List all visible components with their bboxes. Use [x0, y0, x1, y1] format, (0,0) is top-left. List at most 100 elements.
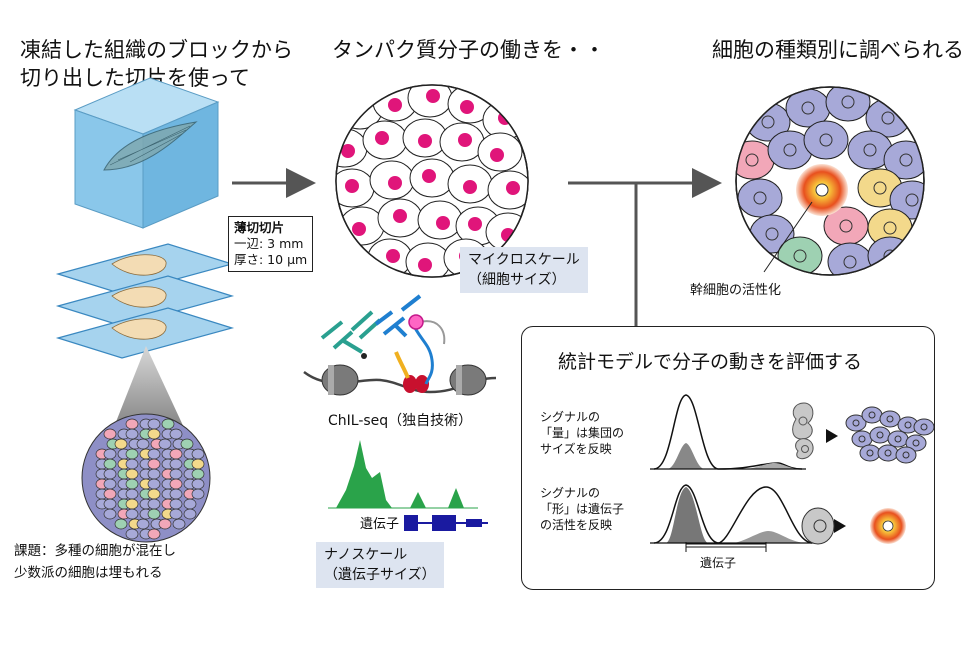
tiny-cell	[147, 498, 161, 510]
cluster-nucleus	[886, 415, 894, 423]
nucleus	[388, 176, 402, 190]
cluster-cell	[845, 414, 867, 432]
nucleus	[375, 131, 389, 145]
tiny-cell	[147, 478, 161, 490]
mixed-cell-ball	[81, 413, 211, 543]
nucleus	[801, 101, 815, 115]
slice-info-line1: 一辺: 3 mm	[234, 236, 304, 251]
cluster-cell	[861, 406, 883, 424]
tiny-cell	[125, 448, 139, 460]
row1-line1: シグナルの	[540, 410, 601, 424]
stat-model-panel: 統計モデルで分子の動きを評価する シグナルの 「量」は集団の サイズを反映 シグ…	[521, 326, 935, 590]
nucleus	[458, 133, 472, 147]
row2-line3: の活性を反映	[540, 518, 613, 532]
cell	[803, 120, 849, 160]
tiny-cell	[169, 498, 183, 510]
signal-curves	[650, 394, 934, 552]
cluster-cell	[895, 446, 917, 464]
cell	[867, 236, 913, 275]
tiny-cell	[172, 518, 186, 530]
nucleus	[843, 255, 857, 269]
left-heading-line1: 凍結した組織のブロックから	[20, 38, 293, 62]
row1-line2: 「量」は集団の	[540, 426, 625, 440]
nucleus	[436, 216, 450, 230]
issue-line2: 少数派の細胞は埋もれる	[14, 565, 163, 581]
nucleus	[793, 249, 807, 263]
nucleus	[899, 153, 913, 167]
nucleus	[881, 111, 895, 125]
nucleus	[418, 258, 432, 272]
slice-info-title: 薄切切片	[234, 220, 285, 235]
cluster-nucleus	[920, 423, 928, 431]
nucleus	[426, 89, 440, 103]
nucleus	[418, 134, 432, 148]
tiny-cell	[136, 438, 150, 450]
cluster-nucleus	[868, 411, 876, 419]
tiny-cell	[169, 488, 183, 500]
tiny-cell	[103, 478, 117, 490]
nucleus	[783, 143, 797, 157]
nucleus	[839, 219, 853, 233]
slice-stack	[55, 243, 235, 359]
cluster-cell	[913, 418, 934, 436]
nucleus	[883, 221, 897, 235]
micro-scale-line2: （細胞サイズ）	[468, 272, 566, 288]
tiny-cell	[125, 458, 139, 470]
gene-label-left: 遺伝子	[360, 517, 400, 532]
cell	[883, 140, 924, 180]
tiny-cell	[169, 478, 183, 490]
tiny-cell	[114, 518, 128, 530]
tiny-cell	[125, 478, 139, 490]
tiny-cell	[158, 438, 172, 450]
tiny-cell	[161, 418, 175, 430]
tiny-cell	[103, 488, 117, 500]
tiny-cell	[191, 488, 205, 500]
cell	[737, 178, 783, 218]
tiny-cell	[180, 438, 194, 450]
nucleus	[905, 193, 919, 207]
cluster-cell	[869, 426, 891, 444]
chip-peaks	[328, 440, 478, 509]
tiny-cell	[191, 468, 205, 480]
zoom-cone	[112, 346, 186, 432]
middle-heading: タンパク質分子の働きを・・	[332, 38, 605, 62]
chil-seq-illustration	[303, 294, 497, 396]
tiny-cell	[103, 448, 117, 460]
cluster-nucleus	[902, 451, 910, 459]
nucleus	[341, 144, 355, 158]
stem-pointer-line	[763, 201, 813, 273]
nucleus	[863, 143, 877, 157]
nucleus	[386, 249, 400, 263]
tiny-cell	[191, 458, 205, 470]
tiny-cell	[169, 428, 183, 440]
tiny-cell	[103, 468, 117, 480]
row1-text: シグナルの 「量」は集団の サイズを反映	[540, 409, 624, 457]
panel-gene-label: 遺伝子	[700, 556, 737, 570]
cluster-nucleus	[876, 431, 884, 439]
nucleus	[345, 179, 359, 193]
nucleus	[490, 148, 504, 162]
micro-scale-box: マイクロスケール （細胞サイズ）	[460, 247, 588, 293]
nucleus	[460, 100, 474, 114]
tiny-cell	[125, 528, 139, 540]
stem-cell-label: 幹細胞の活性化	[690, 283, 782, 298]
nucleus	[422, 169, 436, 183]
tiny-cell	[191, 478, 205, 490]
tiny-cell	[125, 498, 139, 510]
nucleus	[463, 180, 477, 194]
nano-scale-line2: （遺伝子サイズ）	[324, 567, 436, 583]
issue-text: 課題：多種の細胞が混在し 少数派の細胞は埋もれる	[14, 540, 176, 584]
panel-title: 統計モデルで分子の動きを評価する	[558, 351, 863, 373]
tiny-cell	[103, 498, 117, 510]
tiny-cell	[147, 418, 161, 430]
nucleus	[841, 95, 855, 109]
nucleus	[765, 227, 779, 241]
tiny-cell	[169, 448, 183, 460]
tiny-cell	[169, 458, 183, 470]
cluster-cell	[859, 444, 881, 462]
cluster-nucleus	[894, 435, 902, 443]
tiny-cell	[103, 458, 117, 470]
nucleus	[745, 153, 759, 167]
slice-info-line2: 厚さ: 10 μm	[234, 252, 308, 267]
